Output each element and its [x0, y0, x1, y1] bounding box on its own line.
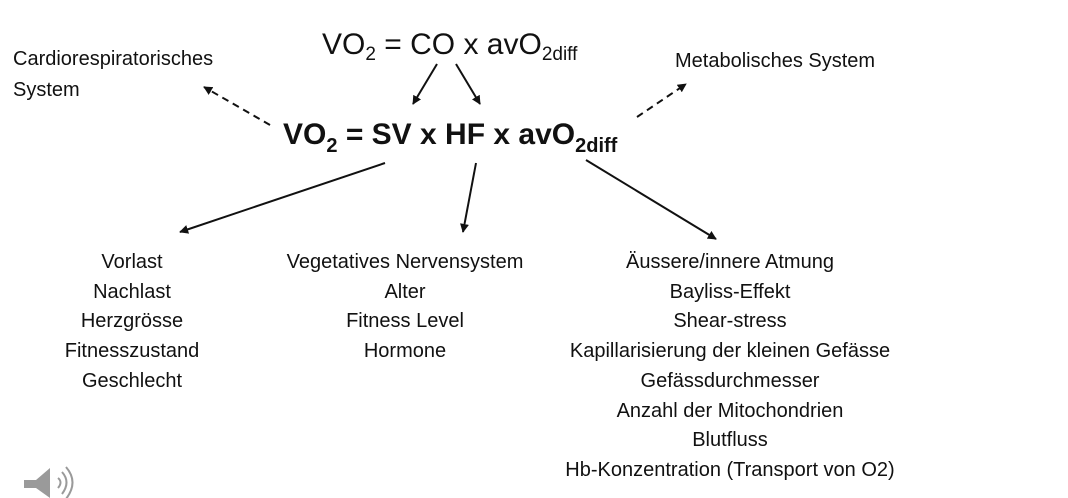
label-cardiorespiratory-line2: System: [13, 79, 80, 101]
equation-main: VO2 = SV x HF x avO2diff: [283, 118, 618, 157]
avo2-factor-item: Hb-Konzentration (Transport von O2): [565, 458, 895, 481]
avo2-factor-item: Shear-stress: [673, 310, 787, 333]
avo2-factor-item: Bayliss-Effekt: [669, 280, 791, 303]
equation-top-mid: = CO x avO: [375, 28, 542, 61]
arrow-hf-to-factors: [460, 162, 477, 233]
avo2-factor-item: Äussere/innere Atmung: [626, 251, 834, 273]
arrow-sv-to-factors: [179, 162, 386, 234]
equation-top: VO2 = CO x avO2diff: [322, 28, 578, 65]
arrow-co-to-sv: [412, 63, 438, 105]
sv-factor-item: Geschlecht: [81, 369, 183, 392]
hf-factor-item: Fitness Level: [346, 310, 464, 333]
avo2-factor-item: Kapillarisierung der kleinen Gefässe: [569, 340, 891, 363]
hf-factor-item: Vegetatives Nervensystem: [286, 251, 524, 273]
arrow-avo2-to-factors: [585, 159, 717, 240]
equation-top-rhs-sub: 2diff: [541, 44, 578, 65]
equation-main-lhs: VO: [283, 118, 327, 151]
equation-top-lhs-sub: 2: [365, 44, 376, 65]
equation-main-rhs-sub: 2diff: [575, 135, 618, 157]
sv-factor-item: Fitnesszustand: [64, 340, 200, 363]
sv-factor-item: Vorlast: [101, 251, 163, 273]
equation-top-lhs: VO: [322, 28, 366, 61]
arrow-co-to-hf: [455, 63, 481, 105]
arrow-to-metabolic: [636, 83, 687, 118]
avo2-factor-item: Blutfluss: [692, 429, 768, 452]
equation-main-lhs-sub: 2: [326, 135, 338, 157]
label-cardiorespiratory-line1: Cardiorespiratorisches: [13, 48, 214, 70]
arrow-to-cardiorespiratory: [203, 86, 271, 126]
speaker-icon[interactable]: [22, 466, 92, 498]
label-metabolic-system: Metabolisches System: [675, 50, 876, 72]
avo2-factor-item: Gefässdurchmesser: [640, 369, 820, 392]
equation-main-mid: = SV x HF x avO: [337, 118, 576, 151]
label-cardiorespiratory-system: Cardiorespiratorisches System: [13, 44, 213, 106]
avo2-factor-item: Anzahl der Mitochondrien: [616, 399, 844, 422]
sv-factor-item: Nachlast: [93, 280, 171, 303]
hf-factor-item: Alter: [384, 280, 426, 303]
sv-factor-item: Herzgrösse: [80, 310, 184, 333]
hf-factor-item: Hormone: [363, 340, 447, 363]
